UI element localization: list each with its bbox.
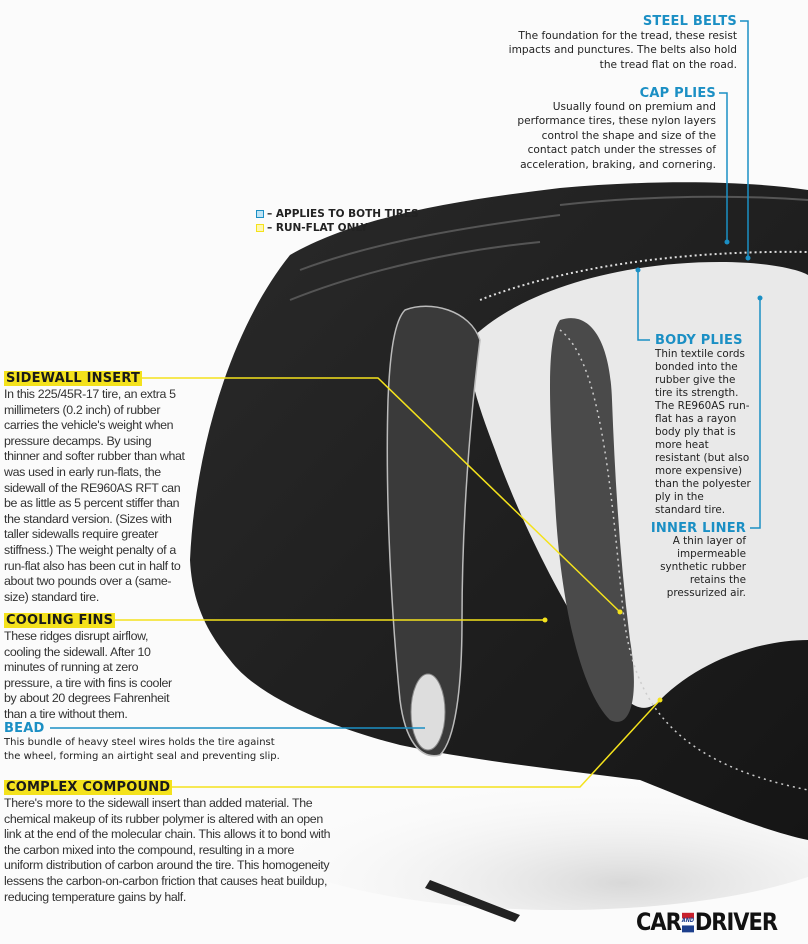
legend: – APPLIES TO BOTH TIRES – RUN-FLAT ONLY [256,207,419,235]
cooling-fins-dot [542,617,548,623]
cap-plies-leader [719,92,728,242]
sidewall-insert-dot [617,609,623,615]
tread-grooves [289,195,808,301]
legend-item-runflat: – RUN-FLAT ONLY [256,221,419,235]
inner-liner-leader [750,298,761,529]
blue-swatch-icon [256,210,264,218]
legend-item-both: – APPLIES TO BOTH TIRES [256,207,419,221]
logo-driver: DRIVER [694,908,778,936]
complex-compound-dot [657,697,663,703]
inner-liner-title: INNER LINER [650,521,746,536]
body-ply-cords [559,329,808,791]
cap-plies-text: Usually found on premium and performance… [517,101,716,171]
cooling-fins-text: These ridges disrupt airflow, cooling th… [4,629,172,721]
cap-plies-dot [724,239,730,245]
yellow-swatch-icon [256,224,264,232]
body-plies-text: Thin textile cords bonded into the rubbe… [655,348,751,516]
bead-bundle [410,673,446,751]
complex-compound-text: There's more to the sidewall insert than… [4,796,331,904]
steel-belts-text: The foundation for the tread, these resi… [508,30,737,71]
car-and-driver-logo: CAR AND DRIVER [636,908,778,936]
steel-belts-title: STEEL BELTS [642,14,737,29]
bead-title: BEAD [4,721,45,736]
complex-compound-title: COMPLEX COMPOUND [4,780,173,795]
sidewall-insert-title: SIDEWALL INSERT [4,371,143,386]
logo-and: AND [681,917,695,926]
cooling-fins-title: COOLING FINS [4,613,116,628]
legend-label: – RUN-FLAT ONLY [267,222,369,234]
sidewall-cross-section [386,305,481,757]
bead-text: This bundle of heavy steel wires holds t… [4,737,280,762]
sidewall-insert-leader [135,377,621,613]
inner-liner-dot [757,295,763,301]
logo-and-badge: AND [681,912,695,932]
inner-sidewall [550,318,634,722]
legend-label: – APPLIES TO BOTH TIRES [267,208,419,220]
body-plies-leader [637,270,650,341]
complex-compound-leader [160,699,661,788]
steel-belts-dot [745,255,751,261]
body-plies-dot [635,267,641,273]
body-plies-title: BODY PLIES [655,333,743,348]
steel-belts-leader [740,20,749,258]
sidewall-insert-text: In this 225/45R-17 tire, an extra 5 mill… [4,387,185,604]
cap-plies-title: CAP PLIES [639,86,716,101]
logo-car: CAR [636,908,682,936]
rubber-debris [425,880,520,922]
inner-liner-text: A thin layer of impermeable synthetic ru… [660,535,746,599]
steel-belt-cords [479,250,808,301]
